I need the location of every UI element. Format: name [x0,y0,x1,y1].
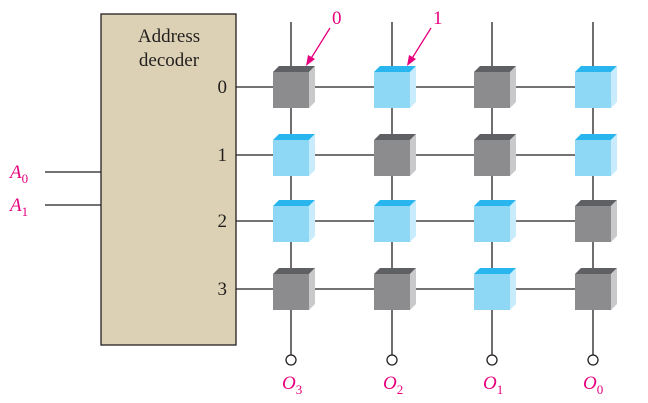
memory-cell-r2-c2 [474,200,516,242]
memory-cell-r3-c1 [374,268,416,310]
memory-cell-r0-c1 [374,66,416,108]
memory-cell-r1-c2 [474,134,516,176]
memory-cell-r0-c3 [575,66,617,108]
memory-cell-r3-c3 [575,268,617,310]
output-terminal-o1 [486,354,498,366]
memory-cell-r3-c0 [273,268,315,310]
decoder-row-label-1: 1 [218,145,228,166]
output-terminal-o0 [587,354,599,366]
decoder-title-line1: Address [138,26,200,47]
callout-zero-label: 0 [332,8,342,29]
memory-cell-r2-c3 [575,200,617,242]
callout-one-label: 1 [433,8,443,29]
output-terminal-o3 [285,354,297,366]
output-label-o2: O2 [383,373,403,397]
decoder-row-label-0: 0 [218,77,228,98]
output-label-o1: O1 [483,373,503,397]
memory-cell-array [273,66,617,310]
decoder-row-label-2: 2 [218,211,228,232]
input-label-a1: A1 [8,195,28,219]
callout-one: 1 [407,8,443,66]
memory-cell-r0-c0 [273,66,315,108]
callout-zero: 0 [306,8,342,66]
memory-cell-r2-c0 [273,200,315,242]
memory-cell-r1-c3 [575,134,617,176]
output-label-o0: O0 [583,373,603,397]
output-terminal-o2 [386,354,398,366]
input-label-a0: A0 [8,162,28,186]
decoder-row-label-3: 3 [218,279,228,300]
address-decoder-block [100,13,237,346]
decoder-title-line2: decoder [139,50,200,71]
output-label-o3: O3 [282,373,302,397]
memory-cell-r3-c2 [474,268,516,310]
memory-cell-r1-c1 [374,134,416,176]
memory-cell-r0-c2 [474,66,516,108]
memory-cell-r2-c1 [374,200,416,242]
memory-cell-r1-c0 [273,134,315,176]
